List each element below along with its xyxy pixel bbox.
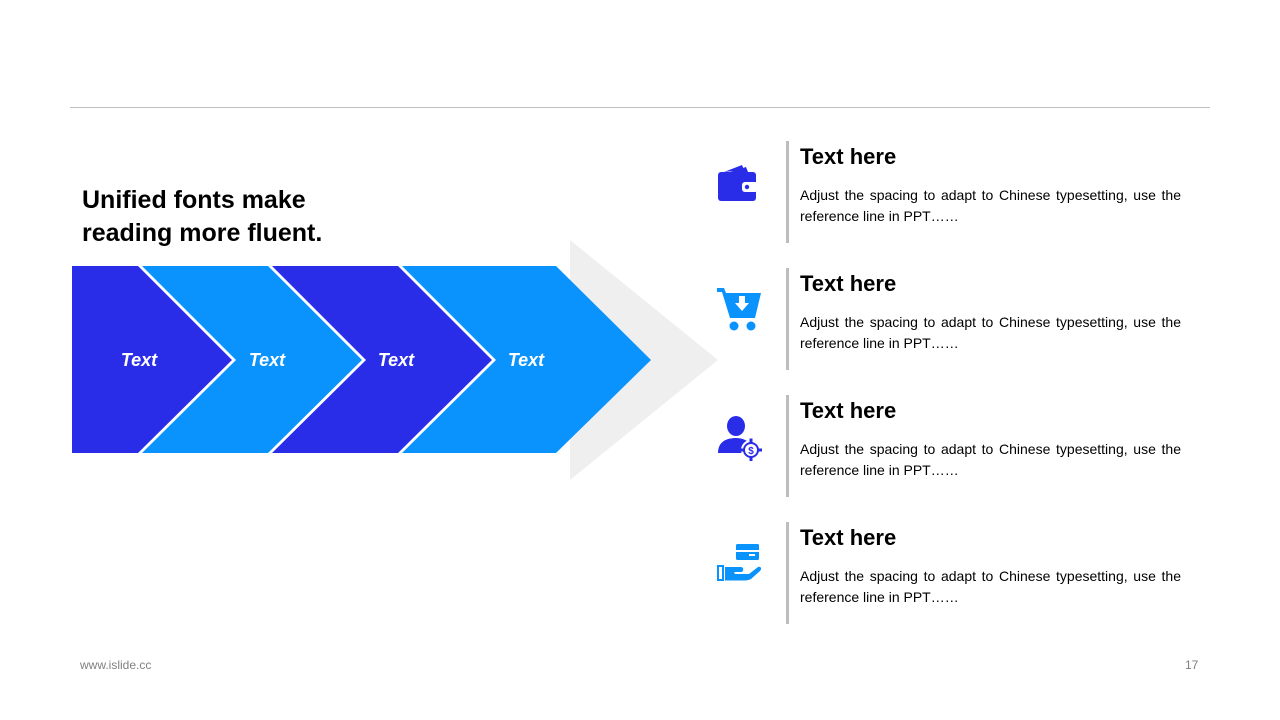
slide-heading: Unified fonts make reading more fluent. (82, 184, 402, 250)
item-description: Adjust the spacing to adapt to Chinese t… (800, 441, 1181, 478)
svg-text:$: $ (748, 446, 754, 457)
item-title: Text here (800, 398, 897, 423)
item-title: Text here (800, 144, 897, 169)
item-title: Text here (800, 525, 897, 550)
chevron-4-label: Text (508, 350, 545, 370)
item-divider (786, 395, 789, 497)
chevron-1-label: Text (121, 350, 158, 370)
page-number: 17 (1185, 658, 1199, 672)
chevron-1 (72, 266, 232, 453)
item-title: Text here (800, 271, 897, 296)
chevron-2 (142, 266, 362, 453)
footer-url: www.islide.cc (80, 658, 152, 672)
item-divider (786, 141, 789, 243)
chevron-4 (402, 266, 651, 453)
item-description: Adjust the spacing to adapt to Chinese t… (800, 568, 1181, 605)
list-item-3: $ Text here Adjust the spacing to adapt … (700, 395, 1200, 497)
item-divider (786, 522, 789, 624)
heading-line-1: Unified fonts make (82, 186, 306, 214)
chevron-3 (272, 266, 492, 453)
list-item-1: Text here Adjust the spacing to adapt to… (700, 141, 1200, 243)
card-in-hand-icon (716, 542, 762, 588)
item-description: Adjust the spacing to adapt to Chinese t… (800, 187, 1181, 224)
top-divider (70, 107, 1210, 108)
chevron-2-label: Text (249, 350, 286, 370)
item-description: Adjust the spacing to adapt to Chinese t… (800, 314, 1181, 351)
user-money-icon: $ (716, 415, 763, 462)
chevron-3-label: Text (378, 350, 415, 370)
list-item-2: Text here Adjust the spacing to adapt to… (700, 268, 1200, 370)
item-divider (786, 268, 789, 370)
shopping-cart-icon (716, 288, 762, 334)
wallet-icon (716, 161, 762, 207)
heading-line-2: reading more fluent. (82, 219, 323, 247)
list-item-4: Text here Adjust the spacing to adapt to… (700, 522, 1200, 624)
